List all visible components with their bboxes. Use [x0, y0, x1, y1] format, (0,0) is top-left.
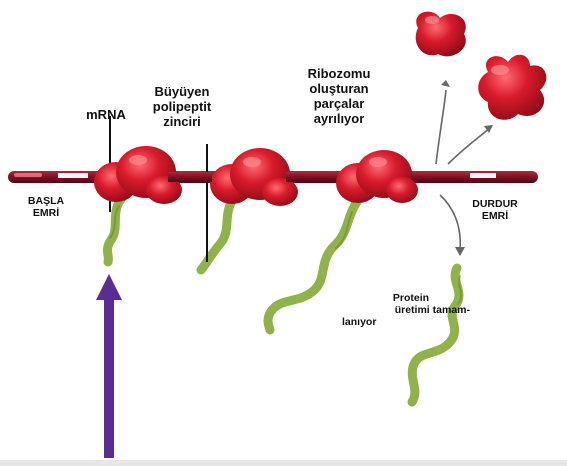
start-command-label: BAŞLA EMRİ [14, 195, 78, 219]
ribosome-split-label: Ribozomu oluşturan parçalar ayrılıyor [290, 67, 388, 127]
protein-complete-label: Protein üretimi tamam- lanıyor [336, 292, 486, 328]
mrna-label-text: mRNA [68, 108, 144, 123]
stop-command-label: DURDUR EMRİ [458, 198, 532, 222]
start-arrow [96, 274, 122, 458]
start-label-line-2: EMRİ [14, 207, 78, 219]
stop-label-line-1: DURDUR [458, 198, 532, 210]
subunit-release-arrows [436, 80, 493, 256]
stop-label-line-2: EMRİ [458, 210, 532, 222]
protein-label-line-2: üretimi tamam- [336, 304, 486, 316]
start-label-line-1: BAŞLA [14, 195, 78, 207]
ribosome-label-line-2: oluşturan [290, 82, 388, 97]
mrna-label: mRNA [68, 108, 144, 123]
polypeptide-chain-2 [201, 198, 234, 270]
polypeptide-label: Büyüyen polipeptit zinciri [140, 85, 224, 130]
ribosome-3 [336, 150, 418, 203]
ribosome-label-line-1: Ribozomu [290, 67, 388, 82]
polypeptide-label-line-3: zinciri [140, 115, 224, 130]
protein-label-line-1: Protein [336, 292, 486, 304]
ribosome-label-line-3: parçalar [290, 97, 388, 112]
ribosome-2 [210, 148, 298, 206]
released-subunit-small [416, 12, 466, 57]
protein-label-line-3: lanıyor [336, 316, 486, 328]
ribosome-label-line-4: ayrılıyor [290, 112, 388, 127]
polypeptide-label-line-1: Büyüyen [140, 85, 224, 100]
released-subunit-large [478, 55, 546, 120]
polypeptide-label-line-2: polipeptit [140, 100, 224, 115]
polypeptide-chain-released [412, 268, 459, 402]
bottom-divider [0, 460, 567, 466]
